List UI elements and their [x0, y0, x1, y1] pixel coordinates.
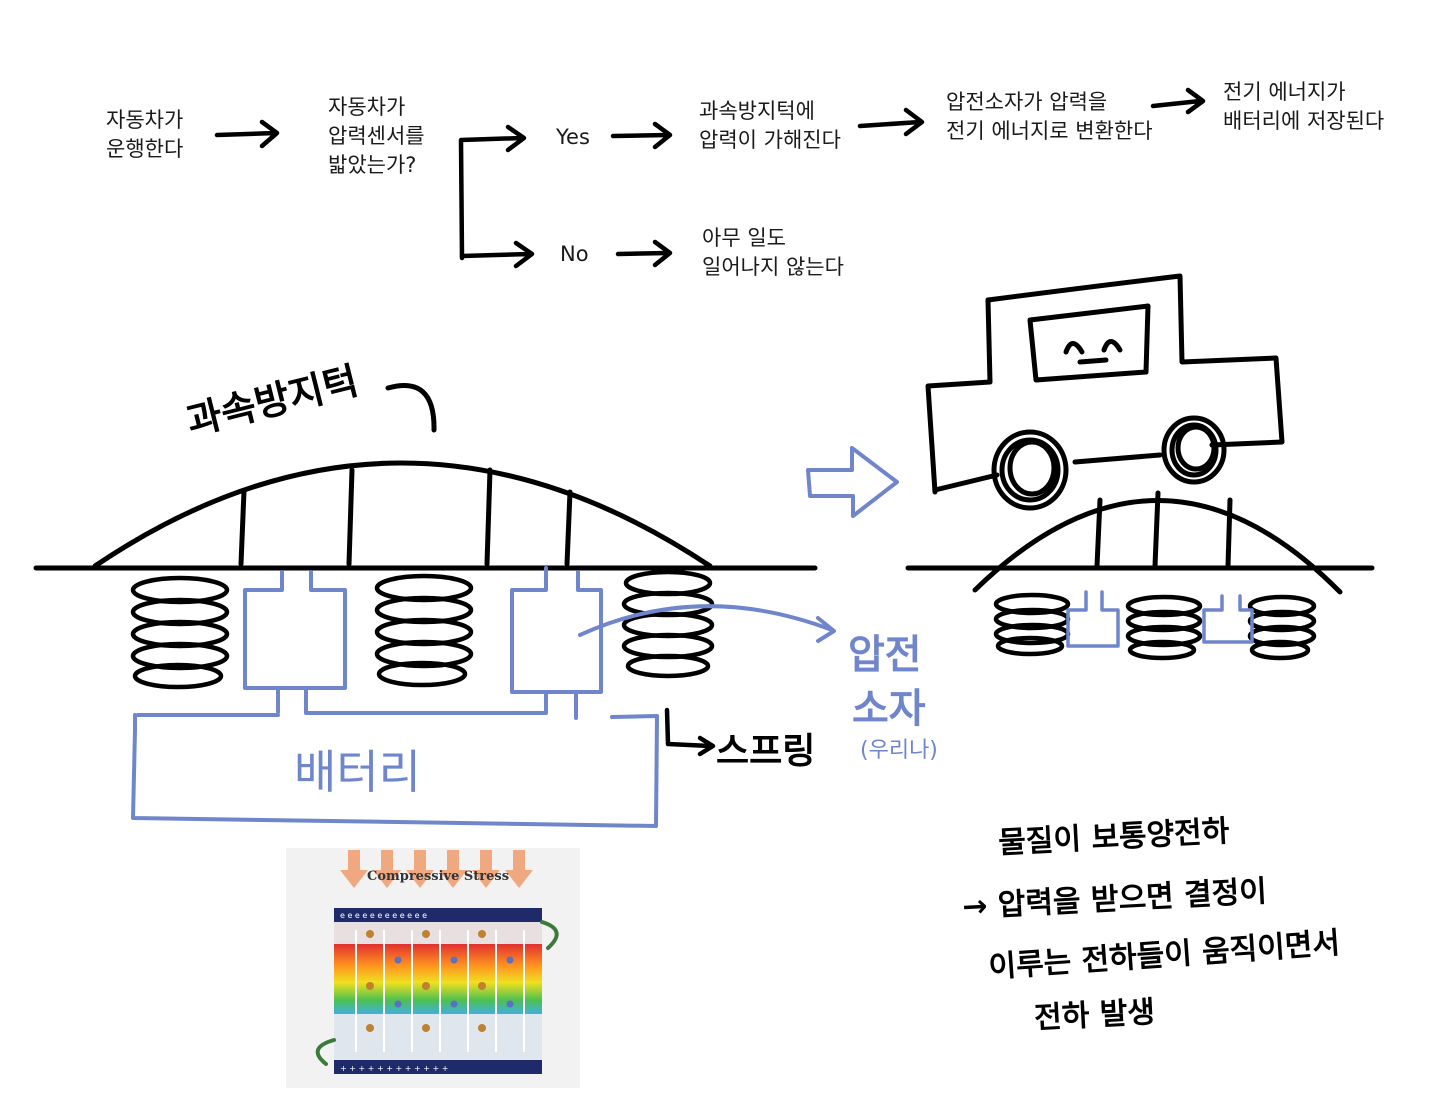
flow-yes-label: Yes: [556, 125, 590, 149]
springs-right: [993, 592, 1317, 661]
battery-label: 배터리: [294, 745, 421, 799]
piezo-label-line1: 압전: [848, 632, 922, 678]
bottom-electrode: [334, 1060, 542, 1074]
flow-store-step: 전기 에너지가 배터리에 저장된다: [1223, 80, 1385, 133]
top-electrode: [334, 908, 542, 922]
speed-bump-right: [905, 490, 1375, 595]
spring-coil: [1125, 594, 1203, 661]
spring-label: 스프링: [716, 731, 816, 772]
car-wheel: [991, 429, 1069, 511]
spring-coil: [130, 575, 230, 690]
stress-arrows: [340, 850, 533, 888]
flow-question-pressure-sensor: 자동차가 압력센서를 밟았는가?: [328, 95, 425, 177]
flow-step-driving: 자동차가 운행한다: [106, 108, 184, 161]
car-drawing: [925, 273, 1285, 511]
svg-text:+ + + + + + + + + +: + + + + + + + + + + + +: [340, 1064, 448, 1073]
spring-coil: [621, 569, 715, 679]
piezo-elements-left: [136, 566, 836, 720]
spring-coil: [374, 573, 474, 688]
piezo-label-line2: 소자: [852, 686, 926, 732]
flow-no-label: No: [560, 242, 589, 266]
svg-text:e e e e e e e e e e: e e e e e e e e e e e e: [340, 911, 427, 920]
flow-arrows: [214, 87, 1206, 269]
speed-bump-left: [33, 383, 818, 571]
flow-no-result: 아무 일도 일어나지 않는다: [702, 226, 844, 279]
spring-coil: [1247, 594, 1317, 661]
spring-coil: [993, 592, 1071, 657]
springs-left: [130, 569, 716, 757]
note-line-4: 전하 발생: [1033, 994, 1156, 1037]
compressive-stress-inset: e e e e e e e e e e e e + + + + + + + + …: [286, 848, 580, 1088]
flow-yes-result: 과속방지턱에 압력이 가해진다: [699, 99, 841, 152]
piezo-note: (우리나): [860, 738, 938, 763]
battery-box: [131, 713, 659, 828]
transition-arrow: [806, 446, 899, 518]
piezo-elements-right: [1066, 590, 1254, 648]
flow-convert-step: 압전소자가 압력을 전기 에너지로 변환한다: [946, 90, 1153, 143]
inset-title: Compressive Stress: [367, 869, 509, 884]
car-wheel: [1161, 415, 1227, 485]
